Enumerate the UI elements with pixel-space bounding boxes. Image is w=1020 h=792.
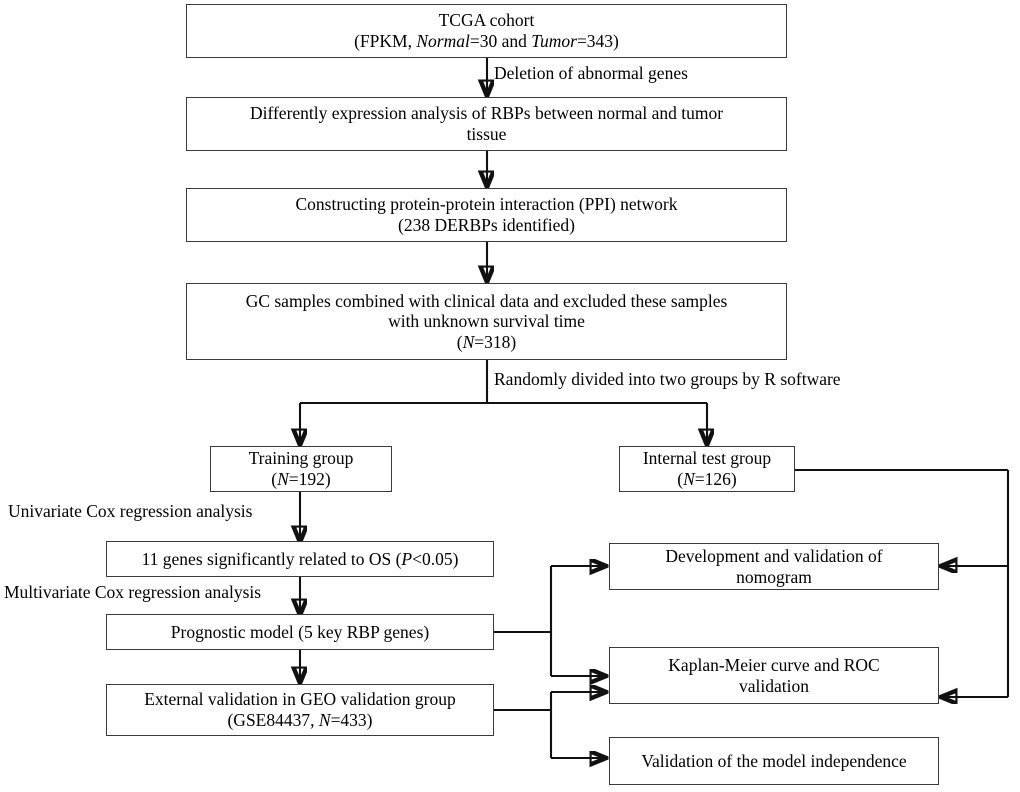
edge-label-randomly-divided: Randomly divided into two groups by R so…: [494, 369, 841, 389]
node-deg-analysis[interactable]: Differently expression analysis of RBPs …: [186, 97, 787, 151]
internal-line1: Internal test group: [642, 448, 772, 469]
genes-os-text: 11 genes significantly related to OS (P<…: [141, 548, 459, 569]
deg-line2: tissue: [466, 124, 507, 144]
kmroc-line1: Kaplan-Meier curve and ROC: [668, 654, 880, 675]
nomogram-line1: Development and validation of: [665, 545, 883, 566]
nomogram-line2: nomogram: [736, 566, 812, 587]
tcga-line2: (FPKM, Normal=30 and Tumor=343): [354, 31, 619, 51]
deg-line1: Differently expression analysis of RBPs …: [249, 103, 724, 124]
external-line1: External validation in GEO validation gr…: [144, 689, 456, 710]
training-line2: (N=192): [271, 469, 331, 489]
node-genes-related-os[interactable]: 11 genes significantly related to OS (P<…: [106, 541, 494, 577]
external-line2: (GSE84437, N=433): [227, 710, 373, 730]
ppi-line1: Constructing protein-protein interaction…: [295, 194, 678, 215]
node-prognostic-model[interactable]: Prognostic model (5 key RBP genes): [106, 614, 494, 650]
node-external-validation[interactable]: External validation in GEO validation gr…: [106, 684, 494, 736]
node-km-roc-validation[interactable]: Kaplan-Meier curve and ROC validation: [609, 647, 939, 704]
tcga-line1: TCGA cohort: [438, 10, 535, 31]
edge-label-univariate-cox: Univariate Cox regression analysis: [8, 501, 253, 521]
ppi-line2: (238 DERBPs identified): [398, 215, 575, 235]
training-line1: Training group: [248, 448, 354, 469]
prognostic-line1: Prognostic model (5 key RBP genes): [170, 621, 430, 642]
independence-line1: Validation of the model independence: [641, 750, 907, 771]
node-training-group[interactable]: Training group (N=192): [210, 446, 392, 492]
edge-label-multivariate-cox: Multivariate Cox regression analysis: [4, 582, 262, 602]
internal-line2: (N=126): [677, 469, 737, 489]
node-nomogram[interactable]: Development and validation of nomogram: [609, 543, 939, 590]
node-ppi-network[interactable]: Constructing protein-protein interaction…: [186, 188, 787, 242]
gc-line3: (N=318): [456, 331, 517, 352]
gc-line1: GC samples combined with clinical data a…: [245, 290, 728, 311]
node-gc-samples[interactable]: GC samples combined with clinical data a…: [186, 283, 787, 360]
kmroc-line2: validation: [739, 675, 809, 696]
node-tcga-cohort[interactable]: TCGA cohort (FPKM, Normal=30 and Tumor=3…: [186, 4, 787, 58]
node-model-independence[interactable]: Validation of the model independence: [609, 737, 939, 785]
node-internal-test-group[interactable]: Internal test group (N=126): [619, 446, 795, 492]
edge-label-deletion-abnormal-genes: Deletion of abnormal genes: [494, 63, 688, 83]
gc-line2: with unknown survival time: [388, 311, 585, 332]
